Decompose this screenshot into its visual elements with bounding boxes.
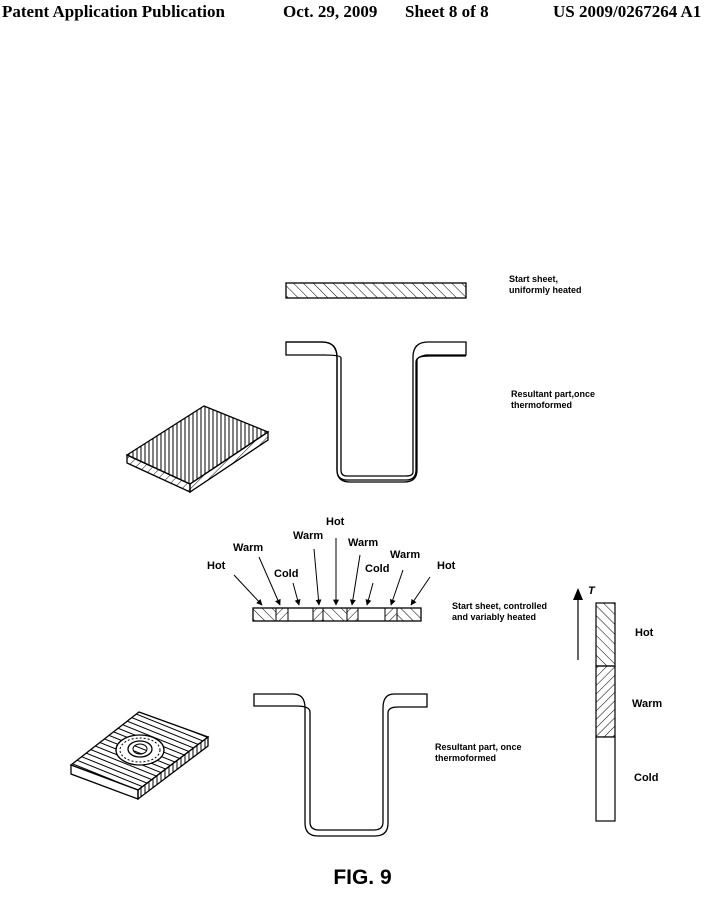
variable-start-sheet — [252, 607, 422, 622]
uniform-sheet-label: Start sheet, uniformly heated — [509, 274, 582, 296]
zone-label-warm: Warm — [233, 542, 264, 554]
zone-label-warm: Warm — [293, 530, 324, 542]
zone-label-cold: Cold — [365, 563, 390, 575]
zone-label-warm: Warm — [348, 537, 379, 549]
uniform-start-sheet — [285, 282, 467, 299]
label-line: Resultant part,once — [511, 389, 596, 399]
top-thermoformed-part — [285, 341, 467, 481]
variable-plate-icon — [69, 711, 210, 801]
label-line: Start sheet, controlled — [452, 601, 548, 611]
label-line: thermoformed — [435, 753, 497, 763]
header-date: Oct. 29, 2009 — [283, 2, 378, 21]
legend-axis-label: T — [588, 585, 595, 597]
label-line: and variably heated — [452, 612, 537, 622]
zone-label-hot: Hot — [437, 560, 456, 572]
top-result-label: Resultant part,once thermoformed — [511, 389, 595, 411]
legend-warm: Warm — [632, 698, 663, 710]
zone-label-cold: Cold — [274, 568, 299, 580]
bottom-thermoformed-part — [253, 693, 428, 837]
zone-label-hot: Hot — [207, 560, 226, 572]
figure-caption: FIG. 9 — [333, 866, 392, 889]
legend-cold: Cold — [634, 772, 659, 784]
header-publication: Patent Application Publication — [2, 2, 225, 21]
header-number: US 2009/0267264 A1 — [553, 2, 702, 21]
variable-sheet-label: Start sheet, controlled and variably hea… — [452, 601, 547, 623]
label-line: thermoformed — [511, 400, 573, 410]
zone-label-warm: Warm — [390, 549, 421, 561]
uniform-plate-icon — [125, 405, 270, 494]
bottom-result-label: Resultant part, once thermoformed — [435, 742, 522, 764]
label-line: Resultant part, once — [435, 742, 522, 752]
temperature-legend — [573, 588, 616, 822]
label-line: uniformly heated — [509, 285, 582, 295]
label-line: Start sheet, — [509, 274, 559, 284]
zone-label-hot: Hot — [326, 516, 345, 528]
header-sheet: Sheet 8 of 8 — [405, 2, 489, 21]
legend-hot: Hot — [635, 627, 654, 639]
